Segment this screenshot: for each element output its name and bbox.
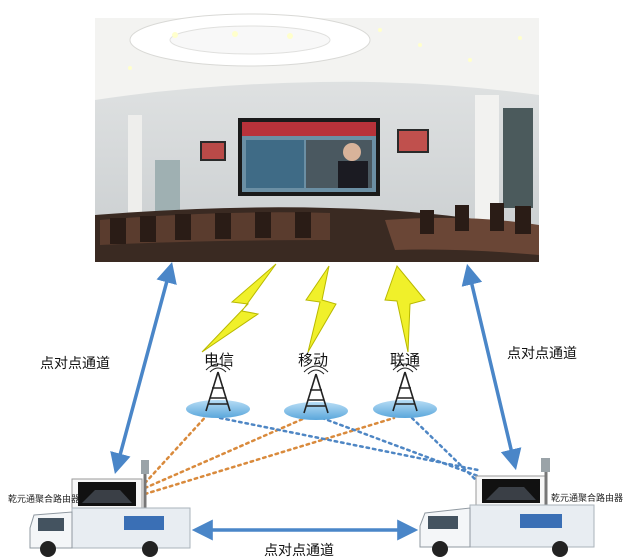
p2p-label-bottom: 点对点通道 (264, 543, 334, 559)
p2p-label-right: 点对点通道 (507, 346, 577, 362)
p2p-channel-arrows (110, 261, 522, 541)
lightning-icon (201, 263, 426, 353)
truck-icon (29, 460, 191, 557)
p2p-label-left: 点对点通道 (40, 356, 110, 372)
router-label-right: 乾元通聚合路由器 (551, 494, 624, 504)
cell-tower-icon (186, 363, 437, 420)
truck-icon (419, 458, 595, 557)
carrier-label-unicom: 联通 (390, 351, 421, 369)
router-label-left: 乾元通聚合路由器 (8, 495, 81, 505)
carrier-links (143, 410, 480, 496)
p2p-arrow-right (461, 263, 522, 471)
carrier-label-telecom: 电信 (204, 351, 235, 369)
conference-room-image (95, 13, 539, 262)
p2p-arrow-left (110, 261, 177, 475)
carrier-label-mobile: 移动 (298, 351, 329, 369)
